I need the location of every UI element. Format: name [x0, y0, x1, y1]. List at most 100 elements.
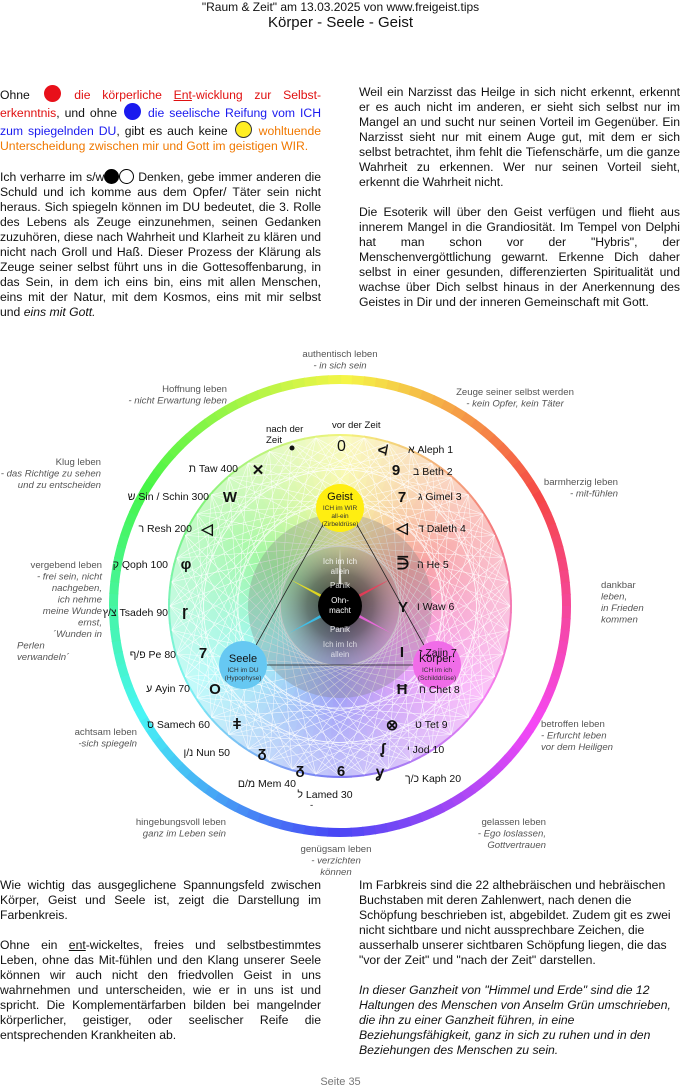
ring-segment	[440, 400, 457, 415]
ring-label-line: leben,	[601, 592, 627, 603]
ring-segment	[385, 820, 400, 833]
ring-segment	[128, 695, 143, 711]
ring-label-line: achtsam leben	[75, 727, 137, 738]
ancient-letter-glyph: O	[209, 681, 221, 698]
ring-label-line: - Ego loslassen,	[478, 829, 546, 840]
letter-label: ל Lamed 30	[297, 789, 352, 801]
letter-label: ו Waw 6	[417, 601, 455, 613]
ring-segment	[547, 523, 561, 539]
center-text-ohn: Ohn-	[331, 596, 349, 605]
koerper-title: Körper:	[419, 653, 455, 665]
center-text-allein: allein	[331, 567, 350, 576]
ring-segment	[374, 377, 390, 390]
para-text: Ich verharre im s/w	[0, 170, 105, 184]
intro-text: , und ohne	[56, 106, 123, 120]
mesh-line	[228, 676, 495, 735]
intro-text: Ohne	[0, 88, 42, 102]
development-paragraph: Ohne ein ent-wickeltes, freies und selbs…	[0, 938, 321, 1043]
ring-segment	[133, 705, 148, 722]
mesh-line	[196, 514, 212, 718]
mesh-line	[269, 451, 469, 495]
ring-segment	[386, 380, 401, 392]
dev-text: Ohne ein	[0, 938, 69, 952]
center-black-circle	[318, 584, 362, 628]
ring-label-line: ´Wunden in	[53, 629, 102, 640]
intro-paragraph: Ohne die körperliche Ent-wicklung zur Se…	[0, 85, 321, 154]
mesh-line	[196, 494, 212, 698]
letter-label: ט Tet 9	[415, 719, 448, 731]
ring-segment	[291, 377, 307, 389]
ring-segment	[550, 663, 564, 679]
mesh-line	[431, 558, 504, 750]
ring-segment	[123, 684, 138, 700]
ring-segment	[542, 512, 557, 528]
ancient-letter-glyph: ᶘ	[380, 741, 387, 758]
mesh-line	[176, 653, 433, 750]
intro-text: die körperliche	[74, 88, 174, 102]
ring-label-line: hingebungsvoll leben	[136, 817, 226, 828]
geist-node: Geist ICH im WIR all-ein (Zirbeldrüse)	[316, 484, 364, 532]
letter-label: ת Taw 400	[189, 463, 238, 475]
mesh-line	[171, 437, 317, 583]
mesh-line	[211, 451, 411, 495]
ring-segment	[363, 376, 378, 387]
geist-sub2: all-ein	[331, 513, 349, 520]
ring-label-line: barmherzig leben	[544, 477, 618, 488]
ring-label-line: genügsam leben	[301, 844, 372, 855]
letter-label: ג Gimel 3	[418, 491, 462, 503]
center-text-allein-lower: allein	[331, 650, 350, 659]
ring-label-line: Zeuge seiner selbst werden	[456, 387, 574, 398]
ring-segment	[327, 375, 342, 385]
mesh-line	[291, 442, 511, 607]
seele-node: Seele ICH im DU (Hypophyse)	[219, 641, 267, 689]
page-title: Körper - Seele - Geist	[267, 14, 414, 31]
ancient-letter-glyph: ᵹ	[295, 761, 304, 778]
mesh-line	[451, 477, 495, 677]
koerper-sub1: ICH im ich	[422, 667, 452, 674]
triangle-lines	[244, 493, 436, 666]
ring-label-line: authentisch leben	[302, 349, 377, 360]
intro-text: Ent	[173, 88, 192, 102]
center-text-panik: Panik	[330, 581, 351, 590]
ring-label-line: - das Richtige zu sehen	[1, 469, 101, 480]
ring-label-line: Klug leben	[56, 457, 101, 468]
ring-segment	[109, 580, 120, 595]
mesh-line	[387, 605, 511, 770]
mesh-line	[185, 437, 317, 677]
ring-segment	[554, 546, 567, 561]
center-text-ich-im-ich-lower: Ich im Ich	[323, 640, 357, 649]
ring-segment	[419, 390, 436, 404]
mesh-line	[410, 451, 509, 631]
mesh-line	[185, 477, 229, 677]
line-mesh	[169, 435, 511, 777]
ring-segment	[290, 822, 306, 835]
letter-label: ח Chet 8	[419, 684, 460, 696]
ring-segment	[268, 382, 284, 395]
ring-label-line: ich nehme	[58, 595, 102, 606]
mesh-line	[176, 653, 341, 777]
ring-segment	[429, 803, 445, 818]
ring-segment	[257, 385, 273, 399]
mesh-line	[248, 734, 452, 750]
ring-segment	[235, 394, 251, 409]
mesh-line	[176, 462, 433, 559]
mesh-line	[169, 605, 389, 770]
ring-segment	[560, 581, 571, 596]
ring-label-line: - frei sein, nicht	[37, 572, 102, 583]
center-text-panik-lower: Panik	[330, 625, 351, 634]
ring-segment	[116, 533, 130, 549]
ring-segment	[397, 382, 413, 396]
mesh-line	[211, 494, 270, 761]
gruen-paragraph: In dieser Ganzheit von "Himmel und Erde"…	[359, 983, 671, 1057]
ring-segment	[542, 685, 556, 702]
ancient-letter-glyph: ⋽	[396, 555, 409, 573]
center-text-ich-im-ich: Ich im Ich	[323, 557, 357, 566]
white-dot-icon	[119, 169, 135, 184]
center-ray	[356, 614, 392, 634]
letter-label: צ/ץ Tsadeh 90	[103, 607, 168, 619]
ring-segment	[407, 813, 423, 827]
page-number: Seite 35	[320, 1076, 361, 1088]
seele-sub2: (Hypophyse)	[225, 675, 262, 682]
ring-segment	[244, 808, 261, 822]
